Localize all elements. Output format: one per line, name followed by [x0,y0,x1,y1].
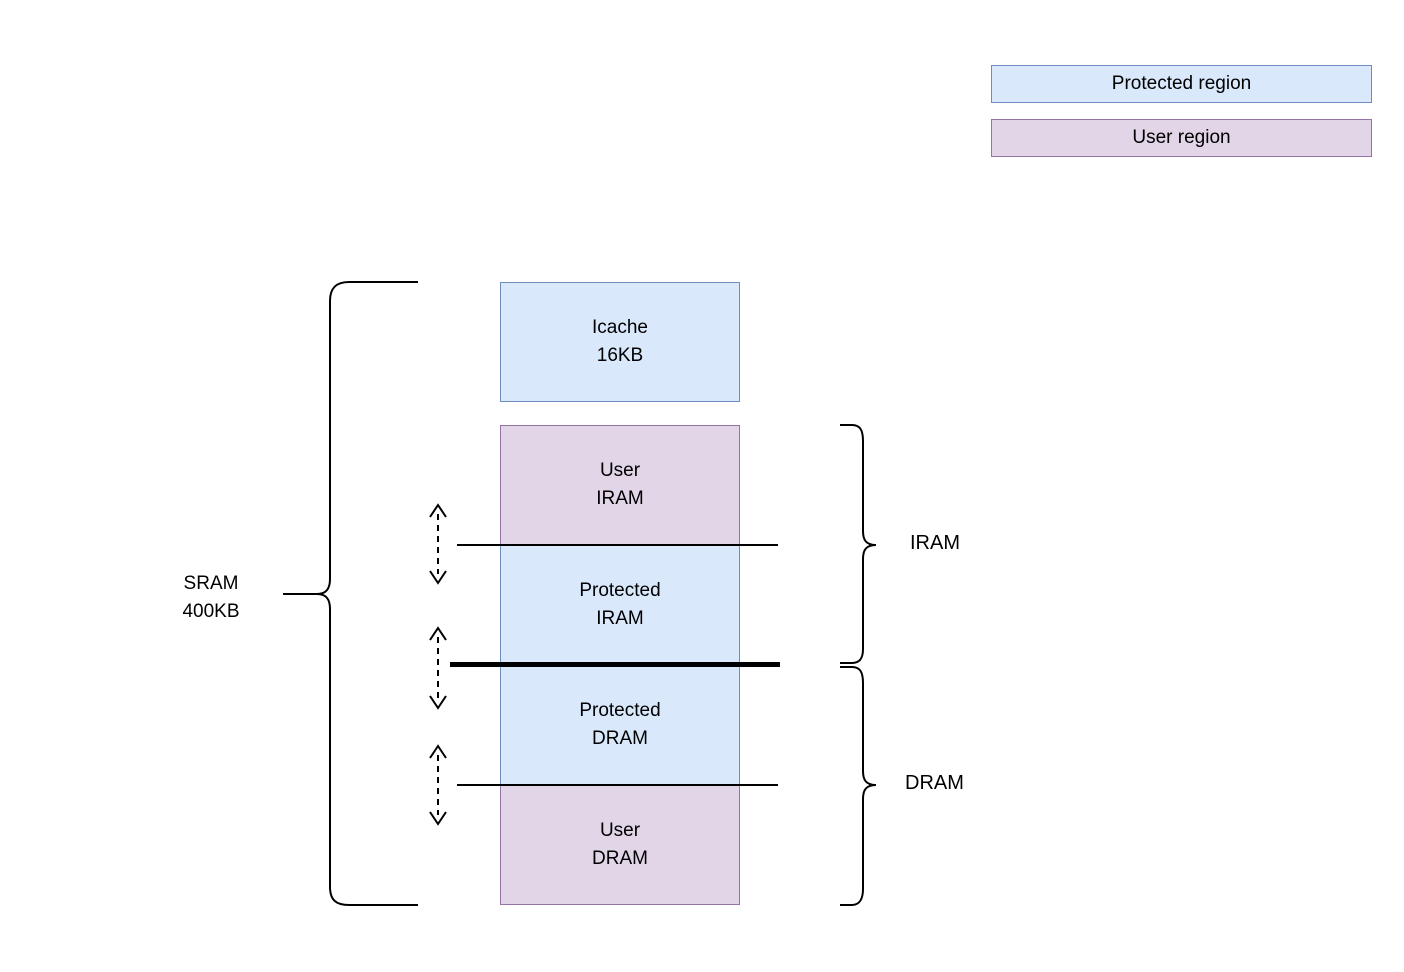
legend-protected-region: Protected region [991,65,1372,103]
user-iram-label-line1: User [599,460,641,481]
user-iram-box: User IRAM [500,425,740,545]
user-dram-label-line2: DRAM [592,848,648,869]
protected-dram-box: Protected DRAM [500,665,740,785]
dram-brace [840,667,876,905]
arrow-head-down [430,812,446,824]
sram-size-label: SRAM 400KB [151,570,271,626]
icache-box: Icache 16KB [500,282,740,402]
arrow-head-up [430,746,446,758]
legend-protected-label: Protected region [1111,73,1252,94]
icache-label-line2: 16KB [596,345,644,366]
dram-label: DRAM [905,772,964,794]
double-headed-arrow-icon-dram-boundary [430,746,446,824]
double-headed-arrow-icon-iram-boundary [430,505,446,583]
double-headed-arrow-icon-partition [430,628,446,708]
sram-brace [317,282,418,905]
protected-iram-label-line2: IRAM [596,608,644,629]
arrow-head-up [430,628,446,640]
icache-label-line1: Icache [592,317,648,338]
arrow-head-up [430,505,446,517]
iram-brace [840,425,876,663]
arrow-head-down [430,571,446,583]
legend-user-label: User region [1132,127,1231,148]
sram-label-line2: 400KB [182,601,240,622]
legend-user-region: User region [991,119,1372,157]
arrow-head-down [430,696,446,708]
iram-label: IRAM [910,532,960,554]
protected-iram-box: Protected IRAM [500,545,740,665]
protected-dram-label-line2: DRAM [592,728,648,749]
protected-dram-label-line1: Protected [579,700,661,721]
protected-iram-label-line1: Protected [579,580,661,601]
user-dram-label-line1: User [599,820,641,841]
user-dram-box: User DRAM [500,785,740,905]
user-iram-label-line2: IRAM [596,488,644,509]
sram-label-line1: SRAM [183,573,239,594]
